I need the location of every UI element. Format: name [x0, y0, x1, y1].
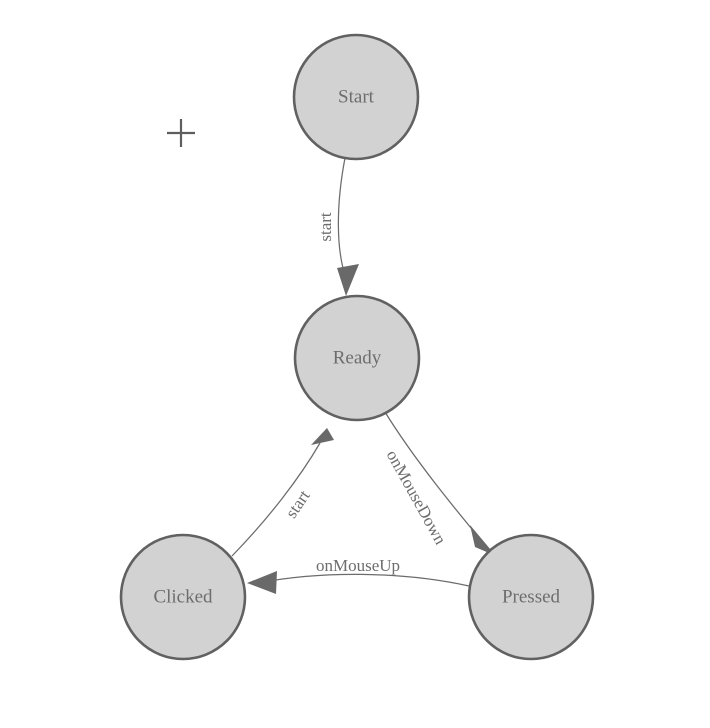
edge-label-pressed-to-clicked: onMouseUp: [316, 556, 400, 575]
node-clicked-label: Clicked: [153, 586, 213, 607]
edge-start-to-ready[interactable]: start: [316, 157, 359, 296]
node-ready-circle[interactable]: [293, 294, 421, 422]
node-pressed-circle[interactable]: [467, 533, 595, 661]
node-start[interactable]: Start: [292, 33, 420, 161]
node-start-circle[interactable]: [292, 33, 420, 161]
edge-clicked-to-ready-arrowhead: [311, 428, 334, 445]
edge-pressed-to-clicked-arrowhead: [247, 571, 277, 594]
edge-pressed-to-clicked[interactable]: onMouseUp: [247, 556, 470, 594]
edge-start-to-ready-arrowhead: [337, 264, 359, 296]
node-ready-label: Ready: [333, 347, 382, 368]
edge-ready-to-pressed[interactable]: onMouseDown: [383, 411, 496, 556]
node-pressed[interactable]: Pressed: [467, 533, 595, 661]
edge-label-start-to-ready: start: [316, 212, 335, 242]
node-start-label: Start: [338, 86, 375, 107]
node-clicked[interactable]: Clicked: [119, 533, 247, 661]
edge-ready-to-pressed-arrowhead: [470, 525, 496, 556]
edge-clicked-to-ready-path: [231, 442, 321, 557]
edge-clicked-to-ready[interactable]: start: [231, 428, 334, 557]
node-ready[interactable]: Ready: [293, 294, 421, 422]
edge-label-ready-to-pressed: onMouseDown: [383, 447, 451, 548]
node-pressed-label: Pressed: [502, 586, 561, 607]
edge-pressed-to-clicked-path: [257, 573, 470, 587]
plus-marker: [167, 119, 195, 147]
node-clicked-circle[interactable]: [119, 533, 247, 661]
edge-label-clicked-to-ready: start: [282, 486, 314, 521]
edge-start-to-ready-path: [337, 157, 347, 279]
